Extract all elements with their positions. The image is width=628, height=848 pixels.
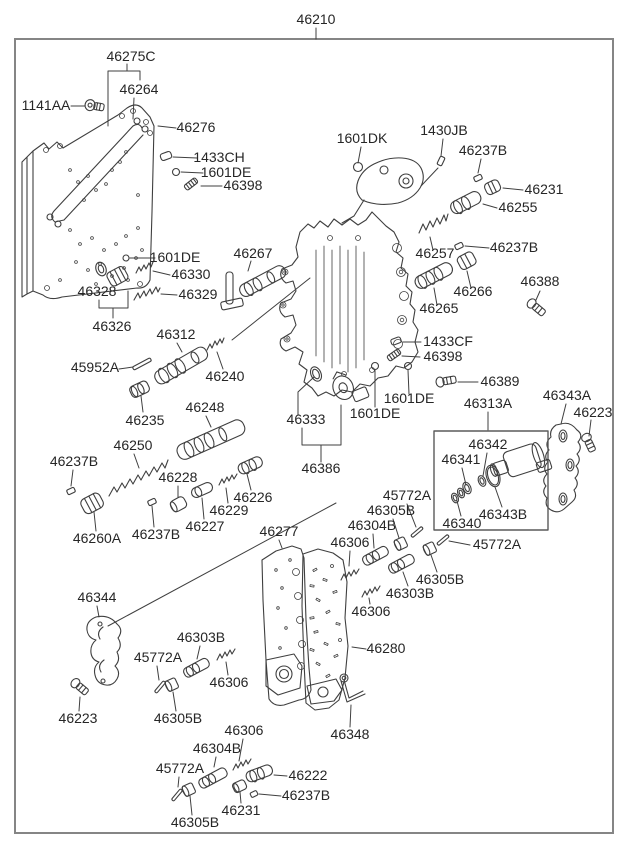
part-label: 46226 (234, 489, 273, 505)
part-label: 45772A (156, 760, 205, 776)
part-label: 46306 (210, 674, 249, 690)
solenoid-kit-box (433, 430, 549, 531)
part-label: 46240 (206, 368, 245, 384)
part-label: 46277 (260, 523, 299, 539)
part-label: 46223 (574, 404, 613, 420)
part-labels: 46210 46275C 46264 1141AA 46276 1433CH 1… (22, 11, 613, 830)
part-label: 46222 (289, 767, 328, 783)
part-label: 46305B (154, 710, 202, 726)
valve-body-plate-art (21, 104, 155, 300)
part-label: 46237B (132, 526, 180, 542)
part-label: 46386 (302, 460, 341, 476)
part-label: 46267 (234, 245, 273, 261)
part-label: 46280 (367, 640, 406, 656)
part-label: 46306 (331, 534, 370, 550)
part-label: 46304B (193, 740, 241, 756)
part-label: 1601DE (201, 164, 252, 180)
part-label: 1601DE (150, 249, 201, 265)
part-label: 45772A (473, 536, 522, 552)
part-label: 46304B (348, 517, 396, 533)
part-label: 46210 (297, 11, 336, 27)
body-46280-details (309, 564, 342, 679)
diagram-art (21, 27, 596, 816)
part-label: 46340 (443, 515, 482, 531)
part-label: 46306 (352, 603, 391, 619)
part-label: 46248 (186, 399, 225, 415)
springs-art (108, 213, 449, 771)
part-label: 46250 (114, 437, 153, 453)
part-label: 46223 (59, 710, 98, 726)
part-label: 46303B (177, 629, 225, 645)
part-label: 46231 (525, 181, 564, 197)
lower-valve-body-art (261, 545, 366, 711)
part-label: 46348 (331, 726, 370, 742)
diagram-border (14, 38, 614, 834)
part-label: 46328 (78, 283, 117, 299)
part-label: 46231 (222, 802, 261, 818)
part-label: 46228 (159, 469, 198, 485)
part-label: 46305B (416, 571, 464, 587)
part-label: 46276 (177, 119, 216, 135)
part-label: 46341 (442, 451, 481, 467)
part-label: 46235 (126, 412, 165, 428)
part-label: 46229 (210, 502, 249, 518)
valve-body-details (279, 235, 409, 377)
plugs-art (80, 179, 502, 797)
part-label: 46326 (93, 318, 132, 334)
part-label: 45952A (71, 359, 120, 375)
part-label: 45772A (383, 487, 432, 503)
key-plugs-art (66, 150, 483, 802)
part-label: 1601DE (384, 390, 435, 406)
part-label: 46313A (464, 395, 513, 411)
part-label: 46237B (50, 453, 98, 469)
part-label: 46388 (521, 273, 560, 289)
solenoid-46342-art (450, 442, 553, 504)
sensor-46386-art (309, 366, 370, 403)
part-label: 46303B (386, 585, 434, 601)
part-label: 46306 (225, 722, 264, 738)
leader-lines (70, 27, 592, 816)
part-label: 46264 (120, 81, 159, 97)
part-label: 1601DK (337, 130, 388, 146)
part-label: 45772A (134, 649, 183, 665)
bracket-46344-art (86, 615, 122, 686)
part-label: 46312 (157, 326, 196, 342)
main-valve-body-art (279, 157, 424, 397)
part-label: 46265 (420, 300, 459, 316)
part-label: 46329 (179, 286, 218, 302)
part-label: 1433CF (423, 333, 473, 349)
part-label: 46255 (499, 199, 538, 215)
part-label: 1433CH (193, 149, 244, 165)
part-label: 46257 (416, 245, 455, 261)
valve-spools-art (154, 191, 482, 789)
part-label: 46305B (367, 502, 415, 518)
part-label: 1430JB (420, 122, 467, 138)
part-label: 46260A (73, 530, 122, 546)
check-balls-art (122, 161, 413, 371)
part-label: 46275C (106, 48, 155, 64)
part-label: 1601DE (350, 405, 401, 421)
part-label: 46237B (490, 239, 538, 255)
clip-46348-art (340, 679, 366, 703)
part-label: 46237B (282, 787, 330, 803)
part-label: 46342 (469, 436, 508, 452)
part-label: 46398 (224, 177, 263, 193)
bracket-46343A-art (543, 422, 582, 513)
part-label: 46227 (186, 518, 225, 534)
part-label: 1141AA (22, 97, 71, 113)
plate-holes (43, 108, 153, 291)
part-label: 46389 (481, 373, 520, 389)
part-label: 46344 (78, 589, 117, 605)
part-label: 46305B (171, 814, 219, 830)
part-label: 46343A (543, 387, 592, 403)
part-label: 46333 (287, 411, 326, 427)
part-label: 46237B (459, 142, 507, 158)
part-label: 46398 (424, 348, 463, 364)
part-label: 46343B (479, 506, 527, 522)
part-label: 46266 (454, 283, 493, 299)
fasteners-art (70, 99, 596, 696)
part-label: 46330 (172, 266, 211, 282)
